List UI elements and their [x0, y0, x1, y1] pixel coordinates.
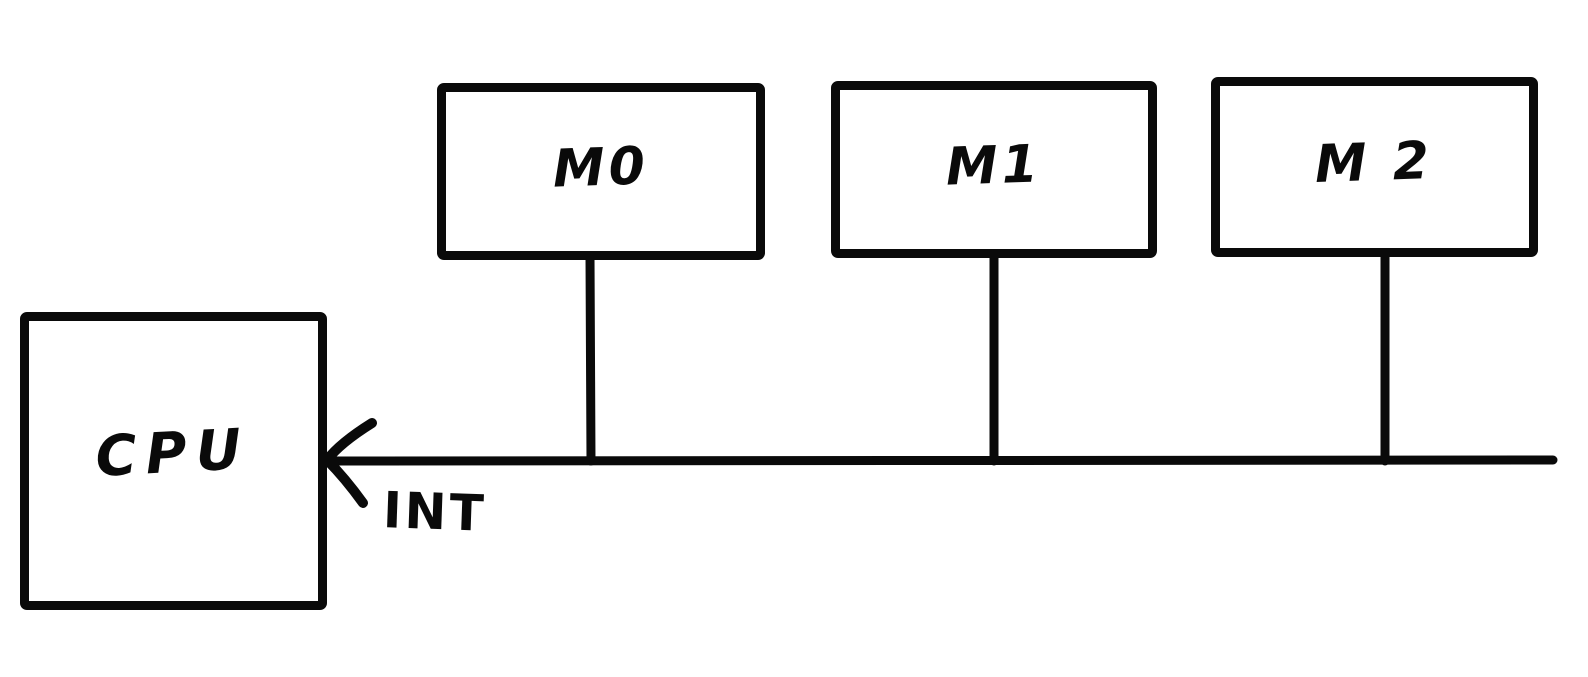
module-connector-m0	[585, 251, 596, 466]
interrupt-arrowhead-icon	[320, 418, 377, 508]
module-box-m0: M0	[437, 83, 765, 260]
module-label-m2: M 2	[1314, 130, 1435, 196]
module-box-m2: M 2	[1211, 77, 1538, 257]
module-label-m0: M0	[551, 135, 650, 200]
cpu-label: CPU	[94, 416, 252, 490]
cpu-box: CPU	[20, 312, 327, 610]
module-box-m1: M1	[831, 81, 1157, 258]
interrupt-signal-label: INT	[382, 481, 488, 543]
module-label-m1: M1	[944, 133, 1043, 198]
bus-line	[325, 455, 1558, 466]
